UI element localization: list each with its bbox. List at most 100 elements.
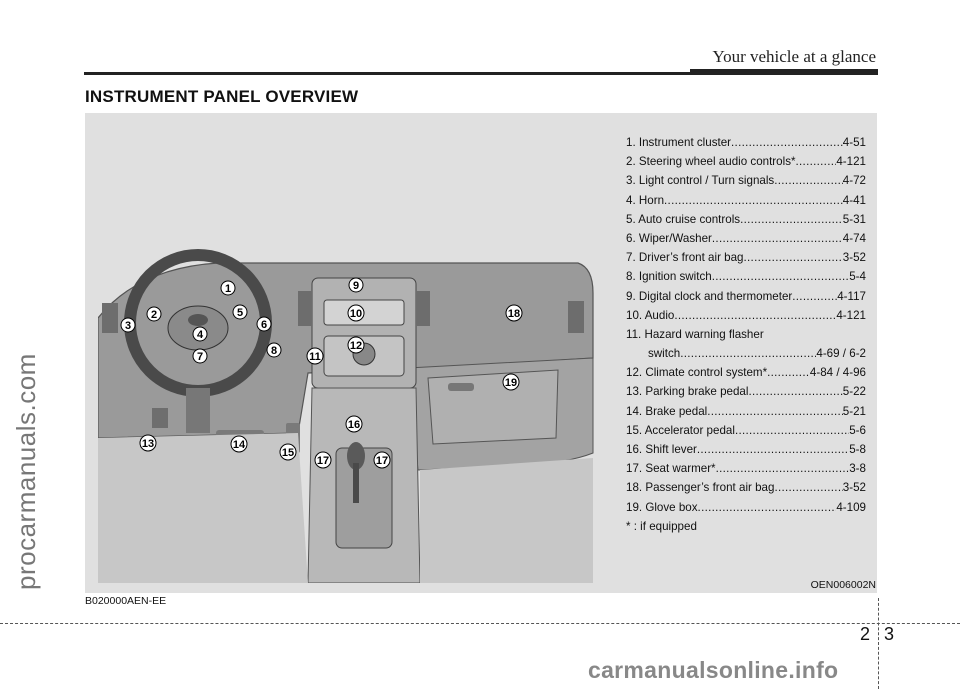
callout-label: 4 — [197, 329, 204, 341]
legend-item-page: 3-8 — [849, 462, 866, 476]
legend-item-page: 5-8 — [849, 443, 866, 456]
legend-item-label: 16. Shift lever — [626, 443, 697, 456]
legend-item: 12. Climate control system*4-84 / 4-96 — [626, 363, 866, 382]
callout-11: 11 — [306, 347, 324, 365]
callout-label: 1 — [225, 283, 231, 295]
glove-box — [427, 369, 559, 445]
legend-item-label: 19. Glove box — [626, 500, 698, 514]
legend-item: 8. Ignition switch 5-4 — [626, 267, 866, 286]
legend-item-page: 4-121 — [836, 308, 866, 322]
image-ref-left: B020000AEN-EE — [85, 595, 167, 607]
legend-item-page: 3-52 — [842, 251, 866, 265]
legend-item-label: 14. Brake pedal — [626, 404, 708, 418]
legend-item: 3. Light control / Turn signals4-72 — [626, 171, 866, 190]
legend-leader-dots — [716, 459, 850, 478]
legend-item: 5. Auto cruise controls 5-31 — [626, 210, 866, 229]
legend-leader-dots — [767, 363, 810, 382]
legend-item-page: 4-117 — [837, 289, 866, 303]
legend-leader-dots — [796, 152, 837, 171]
floor — [98, 433, 308, 583]
legend-item-label: 1. Instrument cluster — [626, 136, 732, 149]
legend-item-page: 4-51 — [842, 136, 866, 149]
legend-item-page: 4-41 — [842, 193, 866, 207]
center-vent-right — [416, 291, 430, 326]
legend-leader-dots — [698, 498, 837, 517]
callout-13: 13 — [139, 434, 157, 452]
callout-label: 17 — [376, 455, 388, 467]
callout-12: 12 — [347, 336, 365, 354]
legend-item-label: 3. Light control / Turn signals — [626, 174, 775, 188]
callout-label: 5 — [237, 307, 243, 319]
legend-item: 10. Audio 4-121 — [626, 306, 866, 325]
legend-item-label: 11. Hazard warning flasher — [626, 327, 764, 341]
watermark-side: procarmanuals.com — [11, 353, 41, 590]
legend-item-label: 10. Audio — [626, 308, 675, 322]
callout-label: 6 — [261, 319, 267, 331]
legend-item: 11. Hazard warning flasher — [626, 325, 866, 344]
legend-item: 13. Parking brake pedal 5-22 — [626, 382, 866, 401]
watermark-bottom: carmanualsonline.info — [588, 657, 839, 683]
legend-leader-dots — [740, 210, 843, 229]
footer-rule — [0, 623, 960, 624]
legend-item-page: 5-31 — [842, 212, 866, 226]
callout-3: 3 — [120, 317, 136, 333]
legend-leader-dots — [664, 191, 843, 210]
legend-item-page: 4-74 — [842, 231, 866, 245]
header-rule — [84, 72, 878, 75]
legend-list: 1. Instrument cluster 4-51 2. Steering whe… — [626, 133, 866, 536]
callout-label: 7 — [197, 351, 203, 363]
legend-item-label: 2. Steering wheel audio controls* — [626, 155, 796, 169]
legend-item-label: 5. Auto cruise controls — [626, 212, 741, 226]
legend-item: 19. Glove box 4-109 — [626, 498, 866, 517]
legend-item-label: 13. Parking brake pedal — [626, 385, 749, 399]
legend-item: 2. Steering wheel audio controls*4-121 — [626, 152, 866, 171]
callout-label: 13 — [142, 438, 154, 450]
legend-item: 6. Wiper/Washer 4-74 — [626, 229, 866, 248]
legend-item: 17. Seat warmer*3-8 — [626, 459, 866, 478]
legend-item-page: 5-21 — [842, 404, 866, 418]
chapter-number: 2 — [860, 624, 871, 644]
legend-item-label: 8. Ignition switch — [626, 270, 712, 284]
callout-16: 16 — [345, 415, 363, 433]
callout-label: 11 — [309, 351, 321, 363]
legend-item-page: 5-22 — [842, 385, 866, 399]
callout-label: 12 — [350, 340, 362, 352]
legend-item-label: 18. Passenger’s front air bag — [626, 481, 775, 495]
legend-leader-dots — [774, 478, 842, 497]
shift-lever-stem — [353, 463, 359, 503]
legend-leader-dots — [792, 287, 837, 306]
callout-label: 9 — [353, 280, 359, 292]
legend-item: 1. Instrument cluster 4-51 — [626, 133, 866, 152]
legend-item-label: 6. Wiper/Washer — [626, 231, 712, 245]
legend-leader-dots — [735, 421, 849, 440]
legend-item-page: 4-84 / 4-96 — [809, 366, 866, 380]
callout-2: 2 — [146, 306, 162, 322]
legend-leader-dots — [744, 248, 843, 267]
legend-item-page: 5-4 — [849, 270, 866, 284]
callout-7: 7 — [192, 348, 208, 364]
legend-leader-dots — [707, 402, 843, 421]
callout-label: 8 — [271, 345, 277, 357]
legend-item-label: 15. Accelerator pedal — [626, 423, 735, 437]
legend-item: 4. Horn4-41 — [626, 191, 866, 210]
legend-item-label: 7. Driver’s front air bag — [626, 251, 744, 265]
callout-17a: 17 — [314, 451, 332, 469]
header-title: Your vehicle at a glance — [712, 47, 877, 66]
legend-item: 18. Passenger’s front air bag3-52 — [626, 478, 866, 497]
legend-leader-dots — [712, 229, 843, 248]
legend-item-label: 9. Digital clock and thermometer — [626, 289, 793, 303]
floor-right — [420, 458, 593, 583]
legend-item-page: 4-109 — [836, 500, 866, 514]
callout-19: 19 — [502, 373, 520, 391]
logo-badge — [188, 314, 208, 326]
shift-gate — [335, 447, 393, 549]
legend-leader-dots — [748, 382, 842, 401]
steering-column — [186, 388, 210, 433]
callout-17b: 17 — [373, 451, 391, 469]
legend-item-label: switch — [648, 347, 681, 361]
side-vent-left — [102, 303, 118, 333]
callout-label: 16 — [348, 419, 360, 431]
callout-label: 3 — [125, 320, 131, 332]
callout-label: 10 — [350, 308, 362, 320]
shift-knob — [347, 442, 365, 470]
